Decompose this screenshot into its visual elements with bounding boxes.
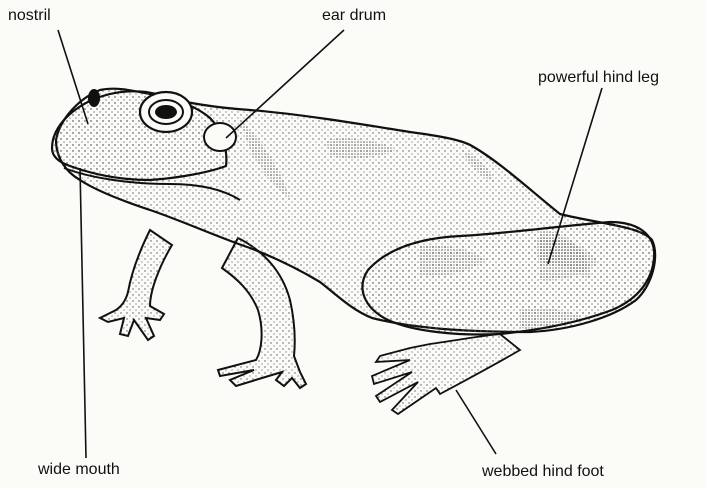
hind-foot-label: webbed hind foot	[482, 464, 604, 480]
front-far-leg	[100, 230, 172, 340]
frog-eye	[140, 92, 192, 132]
hind-foot-pointer	[456, 390, 496, 454]
nostril-mark	[88, 89, 100, 107]
mouth-label: wide mouth	[38, 462, 120, 478]
mouth-pointer	[80, 168, 86, 458]
hind-leg-label: powerful hind leg	[538, 70, 659, 86]
webbed-hind-foot	[372, 334, 520, 414]
ear-drum-mark	[204, 123, 236, 151]
ear-drum-label: ear drum	[322, 8, 386, 24]
nostril-label: nostril	[8, 8, 51, 24]
